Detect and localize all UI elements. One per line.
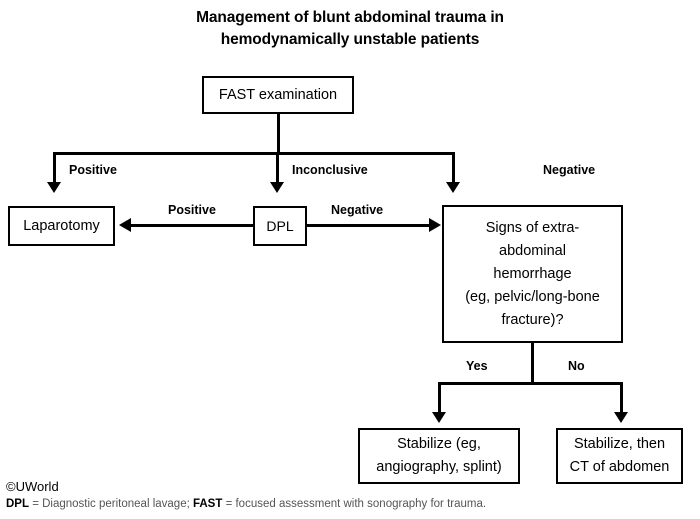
copyright-notice: ©UWorld: [6, 479, 59, 494]
arrowhead-dpl-to-signs: [429, 218, 441, 232]
arrowhead-fast-inconclusive: [270, 182, 284, 193]
arrowhead-dpl-to-laparotomy: [119, 218, 131, 232]
connector-signs-yes-drop: [438, 382, 441, 413]
node-stabilize-then-ct-abdomen-label: Stabilize, then CT of abdomen: [569, 436, 670, 475]
arrowhead-signs-no: [614, 412, 628, 423]
node-stabilize-angiography-splint-label: Stabilize (eg, angiography, splint): [376, 436, 502, 475]
connector-dpl-to-laparotomy: [131, 224, 253, 227]
abbreviation-fast-definition: = focused assessment with sonography for…: [222, 498, 487, 510]
abbreviation-dpl-definition: = Diagnostic peritoneal lavage;: [29, 498, 193, 510]
node-dpl-label: DPL: [266, 218, 294, 234]
arrowhead-fast-positive: [47, 182, 61, 193]
node-fast-examination: FAST examination: [202, 76, 354, 114]
abbreviation-dpl: DPL: [6, 498, 29, 510]
node-fast-examination-label: FAST examination: [218, 87, 338, 103]
connector-fast-distribution-bar: [53, 152, 455, 155]
node-signs-of-extra-abdominal-hemorrhage: Signs of extra- abdominal hemorrhage (eg…: [442, 205, 623, 343]
edge-label-dpl-positive: Positive: [168, 203, 216, 217]
node-dpl: DPL: [253, 206, 307, 246]
edge-label-signs-yes: Yes: [466, 359, 488, 373]
edge-label-signs-no: No: [568, 359, 585, 373]
connector-signs-no-drop: [620, 382, 623, 413]
page-title-line-2: hemodynamically unstable patients: [220, 31, 480, 48]
connector-fast-inconclusive-drop: [276, 152, 279, 183]
abbreviation-footnote: DPL = Diagnostic peritoneal lavage; FAST…: [6, 498, 486, 510]
connector-fast-stem: [277, 114, 280, 155]
page-title-line-1: Management of blunt abdominal trauma in: [196, 9, 504, 26]
node-stabilize-then-ct-abdomen: Stabilize, then CT of abdomen: [556, 428, 683, 484]
node-signs-label: Signs of extra- abdominal hemorrhage (eg…: [465, 219, 600, 328]
arrowhead-fast-negative: [446, 182, 460, 193]
connector-fast-negative-drop: [452, 152, 455, 183]
node-laparotomy: Laparotomy: [8, 206, 115, 246]
connector-fast-positive-drop: [53, 152, 56, 183]
edge-label-dpl-negative: Negative: [331, 203, 384, 217]
connector-signs-stem: [531, 343, 534, 384]
node-stabilize-angiography-splint: Stabilize (eg, angiography, splint): [358, 428, 520, 484]
page-title: Management of blunt abdominal trauma in …: [0, 7, 700, 51]
connector-dpl-to-signs: [307, 224, 430, 227]
connector-signs-distribution-bar: [438, 382, 623, 385]
arrowhead-signs-yes: [432, 412, 446, 423]
abbreviation-fast: FAST: [192, 498, 223, 510]
edge-label-fast-inconclusive: Inconclusive: [292, 163, 368, 177]
node-laparotomy-label: Laparotomy: [23, 218, 100, 234]
edge-label-fast-positive: Positive: [69, 163, 117, 177]
edge-label-fast-negative: Negative: [543, 163, 596, 177]
